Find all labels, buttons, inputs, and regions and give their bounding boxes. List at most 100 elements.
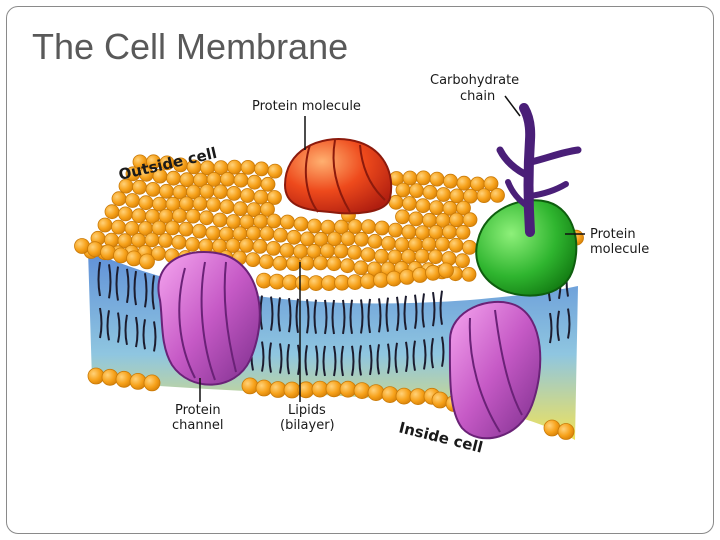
lipid-head (254, 161, 269, 177)
lipid-head (97, 217, 113, 233)
lipid-head (395, 209, 410, 225)
lipid-head (449, 212, 464, 228)
lipid-head (367, 384, 385, 402)
lipid-tail (277, 297, 283, 374)
lipid-head (166, 170, 181, 186)
lipid-head (212, 212, 228, 228)
lipid-head (429, 200, 444, 216)
lipid-head (129, 372, 147, 390)
lipid-head (280, 214, 295, 230)
lipid-head (226, 214, 241, 229)
lipid-head (233, 201, 248, 217)
lipid-head (286, 256, 301, 272)
lipid-tail (439, 290, 445, 367)
lipid-head (409, 183, 424, 199)
lipid-head (320, 243, 335, 259)
lipid-tail (124, 268, 130, 346)
lipid-head (139, 253, 155, 270)
lipid-head (428, 249, 443, 265)
lipid-head (455, 224, 471, 240)
lipid-head (226, 185, 242, 201)
lipid-head (145, 181, 161, 197)
lipid-head (118, 206, 133, 222)
lipid-head (422, 184, 438, 200)
lipid-head (220, 171, 235, 187)
lipid-head (87, 241, 103, 258)
lipid-head (353, 260, 369, 276)
lipid-head (456, 175, 472, 191)
lipid-head (219, 199, 235, 215)
lipid-head (395, 182, 411, 198)
lipid-head (307, 218, 322, 234)
lipid-head (267, 190, 282, 205)
lipid-head (172, 208, 187, 224)
lipid-head (199, 210, 214, 226)
lipid-head (206, 171, 222, 187)
lipid-head (241, 377, 259, 395)
lipid-tail (430, 291, 436, 369)
lipid-head (340, 231, 356, 247)
lipid-head (205, 225, 221, 241)
lipid-tail (142, 273, 148, 350)
lipid-head (412, 267, 428, 283)
lipid-head (101, 368, 119, 386)
lipid-head (111, 191, 127, 207)
lipid-head (185, 208, 201, 224)
lipid-head (402, 196, 417, 211)
lipid-head (293, 216, 309, 232)
lipid-head (443, 173, 458, 189)
lipid-head (144, 232, 160, 248)
lipid-tail (322, 299, 328, 377)
label-lipids-line1: Lipids (288, 403, 326, 418)
lipid-tail (151, 275, 157, 352)
label-carbohydrate-line1: Carbohydrate (430, 73, 519, 88)
lipid-head (347, 219, 363, 234)
lipid-head (240, 188, 255, 203)
lipid-head (448, 237, 464, 253)
lipid-head (462, 212, 478, 228)
lipid-head (267, 163, 283, 179)
label-protein-right-line2: molecule (590, 242, 649, 257)
lipid-head (461, 266, 477, 282)
lipid-head (245, 252, 261, 268)
lipid-tail (106, 264, 112, 341)
lipid-head (476, 188, 492, 204)
lipid-head (361, 219, 376, 235)
pointer-lines (199, 95, 585, 402)
lipid-head (259, 226, 275, 241)
lipid-head (185, 236, 200, 252)
lipid-tail (340, 299, 346, 377)
lipid-head (339, 380, 357, 398)
lipid-head (132, 179, 147, 195)
lipid-head (462, 239, 477, 255)
lipid-head (409, 388, 427, 406)
lipid-head (388, 222, 403, 238)
lipid-head (386, 270, 402, 287)
lipid-head (381, 235, 396, 251)
lipid-head (255, 379, 273, 397)
protein-molecule-surface (283, 138, 393, 215)
lipid-head (395, 387, 413, 405)
lipid-head (436, 187, 451, 202)
label-protein-molecule-top: Protein molecule (252, 99, 361, 114)
lipid-head (199, 183, 215, 199)
lipid-head (381, 386, 399, 404)
lipid-head (313, 255, 328, 271)
lipid-tail (367, 298, 373, 376)
lipid-tail (304, 299, 310, 376)
lipid-head (435, 236, 450, 252)
lipid-head (325, 380, 343, 398)
label-carbohydrate-line2: chain (460, 89, 495, 104)
lipid-head (431, 391, 449, 409)
lipid-head (165, 220, 180, 236)
lipid-head (360, 247, 376, 263)
lipid-tail (403, 295, 409, 373)
lipid-head (353, 382, 371, 400)
lipid-head (178, 221, 194, 237)
lipid-head (269, 381, 287, 398)
lipid-head (367, 233, 383, 249)
lipid-head (143, 374, 161, 392)
lipid-head (260, 176, 276, 192)
lipid-tail (97, 261, 103, 339)
